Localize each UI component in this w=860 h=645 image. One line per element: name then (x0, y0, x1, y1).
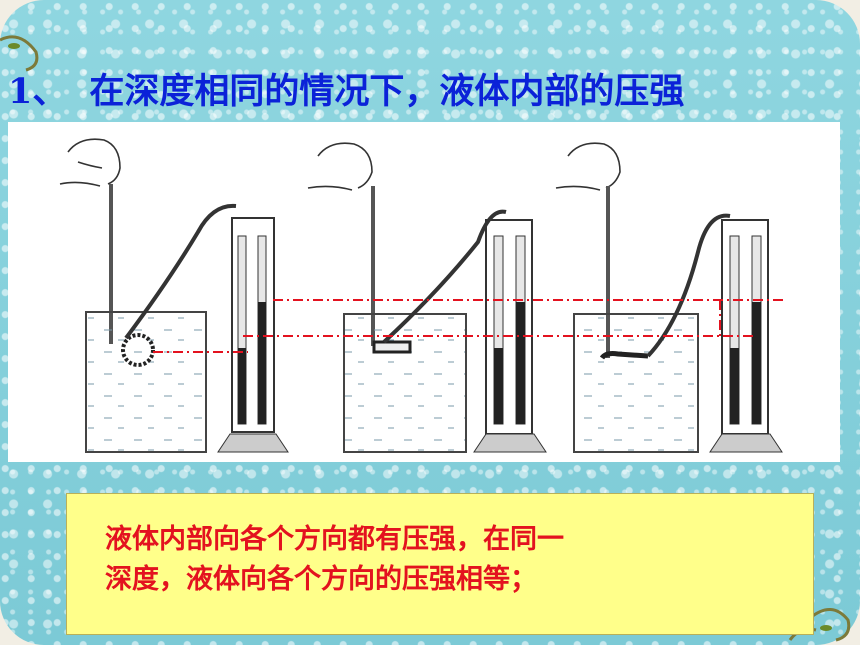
title-number: 1、 (8, 71, 68, 112)
setup-2 (307, 142, 547, 453)
beaker-icon (573, 313, 699, 453)
beaker-icon (85, 311, 207, 453)
setup-3 (555, 142, 783, 453)
u-tube-manometer-icon (709, 219, 783, 453)
conclusion-line-2: 深度，液体向各个方向的压强相等； (105, 564, 537, 595)
reference-lines (153, 299, 786, 353)
conclusion-line-1: 液体内部向各个方向都有压强，在同一 (105, 524, 564, 555)
title-text: 在深度相同的情况下，液体内部的压强 (89, 71, 685, 112)
conclusion-box: 液体内部向各个方向都有压强，在同一 深度，液体向各个方向的压强相等； (66, 493, 814, 635)
slide-title: 1、在深度相同的情况下，液体内部的压强 (8, 66, 848, 118)
u-tube-manometer-icon (473, 219, 547, 453)
pressure-probe-icon (372, 340, 412, 354)
experiment-figure (8, 122, 840, 462)
beaker-icon (343, 313, 467, 453)
pressure-probe-icon (599, 351, 649, 360)
u-tube-manometer-icon (217, 217, 289, 453)
hand-icon (59, 138, 121, 187)
hand-icon (307, 142, 373, 191)
setup-1 (59, 138, 289, 453)
pressure-probe-icon (121, 333, 155, 367)
hand-icon (555, 142, 621, 191)
